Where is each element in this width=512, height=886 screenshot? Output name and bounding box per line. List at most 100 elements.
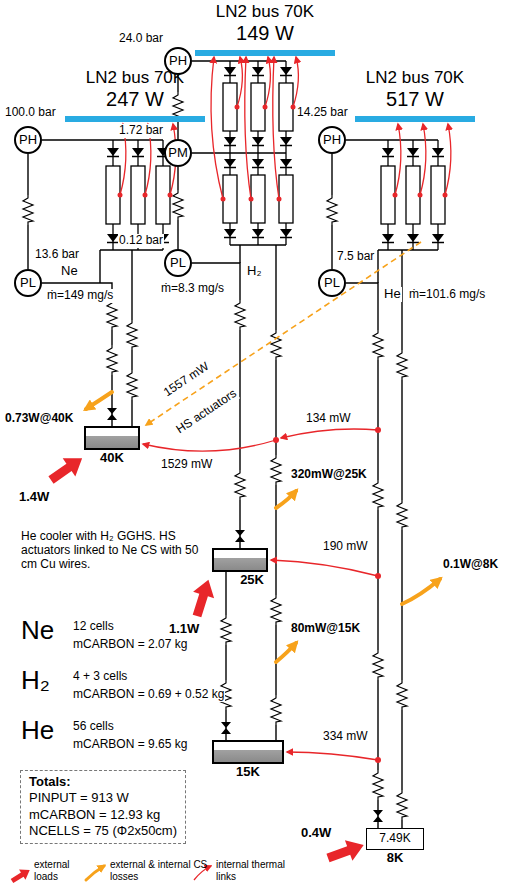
- pressure-node: PL: [318, 269, 346, 297]
- pressure-node: PH: [14, 126, 42, 154]
- thermal-links: [143, 429, 378, 760]
- pipe-lines: [346, 140, 438, 828]
- annotation: 56 cells: [72, 720, 115, 734]
- annotation: 7.5 bar: [336, 250, 375, 264]
- reservoir-vessel: [212, 740, 284, 764]
- temperature-label: 25K: [212, 572, 268, 588]
- annotation: 1.72 bar: [118, 124, 164, 138]
- bus-bar: [355, 116, 475, 122]
- gas-symbol: Ne: [20, 616, 55, 646]
- annotation: 1529 mW: [160, 458, 213, 472]
- load-value: 1.1W: [168, 622, 200, 637]
- temperature-label: 15K: [212, 764, 284, 780]
- pressure-node: PM: [164, 139, 192, 167]
- bus-heat-links: [273, 57, 279, 199]
- valves: [107, 408, 383, 822]
- heat-exchangers: [396, 680, 408, 710]
- annotation: He cooler with H₂ GGHS. HS actuators lin…: [20, 530, 200, 571]
- link-dots: [221, 197, 226, 202]
- heat-exchangers: [172, 190, 184, 220]
- legend-text: external loads: [34, 859, 80, 882]
- bus-heat-links: [265, 57, 270, 107]
- external-loads: [187, 576, 219, 619]
- actuator-link: [146, 242, 421, 425]
- bus-power: 517 W: [355, 88, 475, 111]
- totals-line: PINPUT = 913 W: [29, 790, 177, 806]
- heat-exchangers: [22, 195, 34, 225]
- annotation: 13.6 bar: [34, 248, 80, 262]
- pipe-lines: [42, 61, 438, 828]
- pressure-label: PH: [19, 133, 37, 148]
- gas-line: [225, 572, 226, 740]
- valves: [373, 810, 383, 822]
- load-value: 320mW@25K: [290, 468, 368, 482]
- reservoir-vessel: [212, 548, 268, 572]
- heat-exchangers: [372, 650, 384, 680]
- load-value: 80mW@15K: [290, 622, 361, 636]
- heat-exchangers: [106, 300, 118, 330]
- annotation: 24.0 bar: [118, 32, 164, 46]
- heat-exchangers: [234, 470, 246, 500]
- thermal-links: [271, 560, 378, 576]
- heat-exchangers: [372, 330, 384, 360]
- totals-line: NCELLS = 75 (Φ2x50cm): [29, 823, 177, 839]
- stage-label: 8K: [366, 850, 424, 866]
- annotation: 14.25 bar: [296, 106, 349, 120]
- pressure-label: PM: [168, 146, 188, 161]
- pressure-node: PH: [318, 126, 346, 154]
- annotation: 100.0 bar: [4, 106, 57, 120]
- heat-exchangers: [372, 480, 384, 510]
- heat-exchangers: [126, 320, 138, 350]
- pressure-node: PL: [164, 249, 192, 277]
- heat-exchangers: [372, 770, 384, 800]
- gas-symbol: He: [20, 716, 55, 746]
- temperature-label: 40K: [84, 450, 140, 466]
- heat-exchangers: [396, 500, 408, 530]
- annotation: Ne: [60, 264, 79, 279]
- cold-reservoir: 15K: [212, 740, 284, 780]
- cold-stage-box: 7.49K8K: [366, 828, 424, 866]
- pressure-label: PL: [20, 276, 36, 291]
- cold-reservoir: 40K: [84, 426, 140, 466]
- cold-reservoir: 25K: [212, 548, 268, 588]
- heat-exchangers: [22, 92, 408, 820]
- ln2-bus: LN2 bus 70K149 W: [195, 2, 335, 56]
- annotation: 190 mW: [322, 540, 369, 554]
- bus-power: 247 W: [65, 88, 205, 111]
- pressure-label: PH: [323, 133, 341, 148]
- annotation: 1557 mW: [160, 359, 212, 400]
- loss-arrows: [276, 643, 296, 662]
- bus-bar: [65, 116, 205, 122]
- loss-arrows: [86, 392, 112, 409]
- heat-exchangers: [326, 195, 338, 225]
- ln2-bus: LN2 bus 70K247 W: [65, 68, 205, 122]
- link-dots: [249, 197, 254, 202]
- bus-power: 149 W: [195, 22, 335, 45]
- annotation: ṁ=149 mg/s: [46, 289, 114, 303]
- load-value: 0.4W: [300, 826, 332, 841]
- totals-box: Totals:PINPUT = 913 WmCARBON = 12.93 kgN…: [20, 770, 186, 844]
- gas-line: [42, 283, 112, 426]
- load-value: 0.73W@40K: [4, 412, 74, 426]
- loss-arrows: [402, 579, 440, 604]
- legend-text: internal thermal links: [216, 859, 300, 882]
- valves: [221, 722, 231, 734]
- loss-arrows: [276, 491, 296, 508]
- link-dots: [277, 197, 282, 202]
- heat-exchangers: [234, 300, 246, 330]
- annotation: ṁ=101.6 mg/s: [408, 288, 486, 302]
- bus-heat-links: [237, 57, 242, 107]
- legend-icons: [86, 866, 104, 880]
- annotation: mCARBON = 0.69 + 0.52 kg: [72, 688, 225, 702]
- pressure-label: PL: [324, 276, 340, 291]
- annotation: 334 mW: [322, 730, 369, 744]
- pipe-lines: [192, 61, 286, 740]
- thermal-links: [281, 429, 378, 438]
- thermal-links: [143, 440, 276, 451]
- link-dots: [443, 193, 448, 198]
- annotation: 4 + 3 cells: [72, 670, 128, 684]
- annotation: 134 mW: [305, 412, 352, 426]
- bus-heat-links: [395, 124, 401, 195]
